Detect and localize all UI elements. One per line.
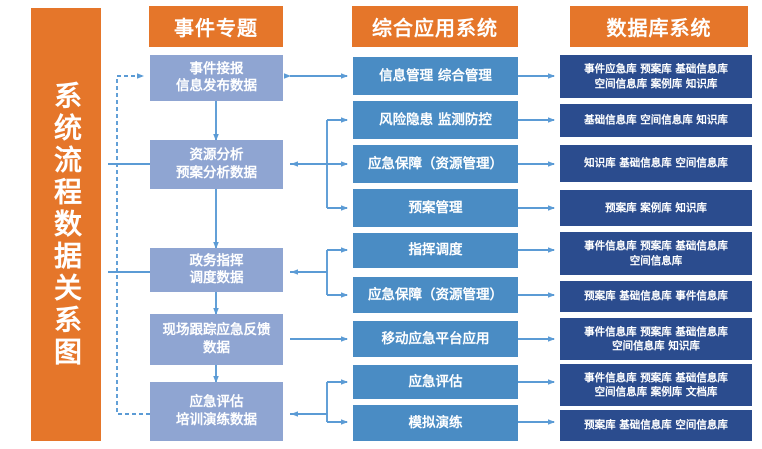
- diagram-vertical-title: 系统流程数据关系图: [31, 8, 101, 441]
- db-box-2-line1: 基础信息库 空间信息库 知识库: [584, 114, 728, 127]
- db-box-8-line2: 空间信息库 案例库 文档库: [594, 386, 718, 398]
- app-box-7[interactable]: 移动应急平台应用: [353, 321, 518, 357]
- db-box-7-line2: 空间信息库 知识库: [612, 340, 700, 352]
- db-box-5[interactable]: 事件信息库 预案库 基础信息库 空间信息库: [560, 232, 752, 275]
- db-box-1-line1: 事件应急库 预案库 基础信息库: [584, 63, 728, 76]
- event-box-5-line1: 应急评估: [189, 394, 244, 411]
- event-box-4-line2: 数据: [203, 339, 230, 356]
- app-box-2[interactable]: 风险隐患 监测防控: [353, 101, 518, 139]
- column-header-application: 综合应用系统: [352, 6, 518, 47]
- db-box-1-line2: 空间信息库 案例库 知识库: [594, 77, 718, 90]
- vertical-title-text: 系统流程数据关系图: [50, 80, 83, 369]
- db-box-6-line1: 预案库 基础信息库 事件信息库: [584, 290, 728, 303]
- db-box-8[interactable]: 事件信息库 预案库 基础信息库 空间信息库 案例库 文档库: [560, 364, 752, 406]
- app-box-6[interactable]: 应急保障（资源管理）: [353, 277, 518, 313]
- app-box-9[interactable]: 模拟演练: [353, 405, 518, 441]
- db-box-5-line1: 事件信息库 预案库 基础信息库: [584, 240, 728, 253]
- event-box-3[interactable]: 政务指挥 调度数据: [150, 248, 283, 292]
- event-box-2[interactable]: 资源分析 预案分析数据: [150, 140, 283, 189]
- event-box-2-line1: 资源分析: [189, 147, 244, 164]
- event-box-5-line2: 培训演练数据: [176, 411, 257, 428]
- app-box-1[interactable]: 信息管理 综合管理: [353, 57, 518, 95]
- db-box-7[interactable]: 事件信息库 预案库 基础信息库 空间信息库 知识库: [560, 318, 752, 360]
- event-box-1-line1: 事件接报: [189, 60, 244, 77]
- event-box-2-line2: 预案分析数据: [176, 164, 257, 181]
- column-header-database: 数据库系统: [570, 6, 748, 47]
- db-box-3[interactable]: 知识库 基础信息库 空间信息库: [560, 145, 752, 182]
- db-box-9-line1: 预案库 基础信息库 空间信息库: [584, 419, 728, 432]
- event-box-5[interactable]: 应急评估 培训演练数据: [150, 382, 283, 441]
- event-box-4[interactable]: 现场跟踪应急反馈 数据: [150, 314, 283, 365]
- db-box-9[interactable]: 预案库 基础信息库 空间信息库: [560, 410, 752, 441]
- db-box-3-line1: 知识库 基础信息库 空间信息库: [584, 157, 728, 170]
- app-box-8[interactable]: 应急评估: [353, 365, 518, 399]
- app-box-3[interactable]: 应急保障（资源管理）: [353, 145, 518, 183]
- db-box-4[interactable]: 预案库 案例库 知识库: [560, 190, 752, 226]
- db-box-5-line2: 空间信息库: [629, 254, 683, 267]
- event-box-4-line1: 现场跟踪应急反馈: [162, 322, 271, 339]
- db-box-1[interactable]: 事件应急库 预案库 基础信息库 空间信息库 案例库 知识库: [560, 55, 752, 98]
- db-box-7-line1: 事件信息库 预案库 基础信息库: [584, 325, 728, 338]
- event-box-1-line2: 信息发布数据: [176, 78, 257, 94]
- app-box-4[interactable]: 预案管理: [353, 189, 518, 227]
- event-box-3-line1: 政务指挥: [189, 252, 244, 269]
- db-box-6[interactable]: 预案库 基础信息库 事件信息库: [560, 281, 752, 312]
- event-box-3-line2: 调度数据: [189, 270, 244, 286]
- db-box-8-line1: 事件信息库 预案库 基础信息库: [584, 371, 728, 384]
- app-box-5[interactable]: 指挥调度: [353, 233, 518, 268]
- event-box-1[interactable]: 事件接报 信息发布数据: [150, 55, 283, 101]
- column-header-event: 事件专题: [149, 6, 283, 47]
- db-box-4-line1: 预案库 案例库 知识库: [605, 201, 707, 214]
- db-box-2[interactable]: 基础信息库 空间信息库 知识库: [560, 104, 752, 137]
